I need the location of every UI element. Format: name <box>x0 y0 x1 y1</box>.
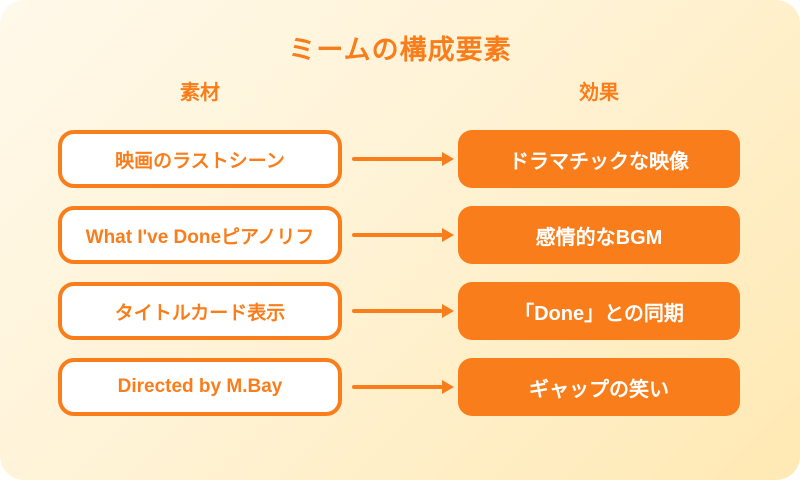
effect-box: 感情的なBGM <box>458 206 740 264</box>
arrow-head <box>442 380 454 394</box>
arrow-right-icon <box>342 304 458 318</box>
arrow-right-icon <box>342 152 458 166</box>
arrow-shaft <box>352 233 443 237</box>
effect-label: ギャップの笑い <box>529 378 669 401</box>
material-label: 映画のラストシーン <box>115 150 285 172</box>
arrow-shaft <box>352 157 443 161</box>
effect-box: 「Done」との同期 <box>458 282 740 340</box>
arrow-right-icon <box>342 380 458 394</box>
arrow-right-icon <box>342 228 458 242</box>
effect-label: ドラマチックな映像 <box>509 150 689 173</box>
diagram-row: 映画のラストシーン ドラマチックな映像 <box>58 130 740 188</box>
page-title: ミームの構成要素 <box>288 35 512 65</box>
effect-label: 感情的なBGM <box>535 226 663 249</box>
material-label: タイトルカード表示 <box>114 302 286 324</box>
diagram-row: Directed by M.Bay ギャップの笑い <box>58 358 740 416</box>
material-box: Directed by M.Bay <box>58 358 342 416</box>
diagram-row: タイトルカード表示 「Done」との同期 <box>58 282 740 340</box>
arrow-head <box>442 304 454 318</box>
material-box: What I've Doneピアノリフ <box>58 206 342 264</box>
effect-box: ギャップの笑い <box>458 358 740 416</box>
material-label: What I've Doneピアノリフ <box>85 226 315 248</box>
diagram-row: What I've Doneピアノリフ 感情的なBGM <box>58 206 740 264</box>
column-header-material: 素材 <box>180 82 220 104</box>
diagram-rows: 映画のラストシーン ドラマチックな映像 What I've Doneピアノリフ … <box>58 130 740 416</box>
material-box: 映画のラストシーン <box>58 130 342 188</box>
arrow-shaft <box>352 385 443 389</box>
column-header-effect: 効果 <box>579 82 619 104</box>
arrow-head <box>442 228 454 242</box>
material-box: タイトルカード表示 <box>58 282 342 340</box>
arrow-head <box>442 152 454 166</box>
arrow-shaft <box>352 309 443 313</box>
effect-box: ドラマチックな映像 <box>458 130 740 188</box>
material-label: Directed by M.Bay <box>117 376 283 397</box>
effect-label: 「Done」との同期 <box>514 302 684 325</box>
